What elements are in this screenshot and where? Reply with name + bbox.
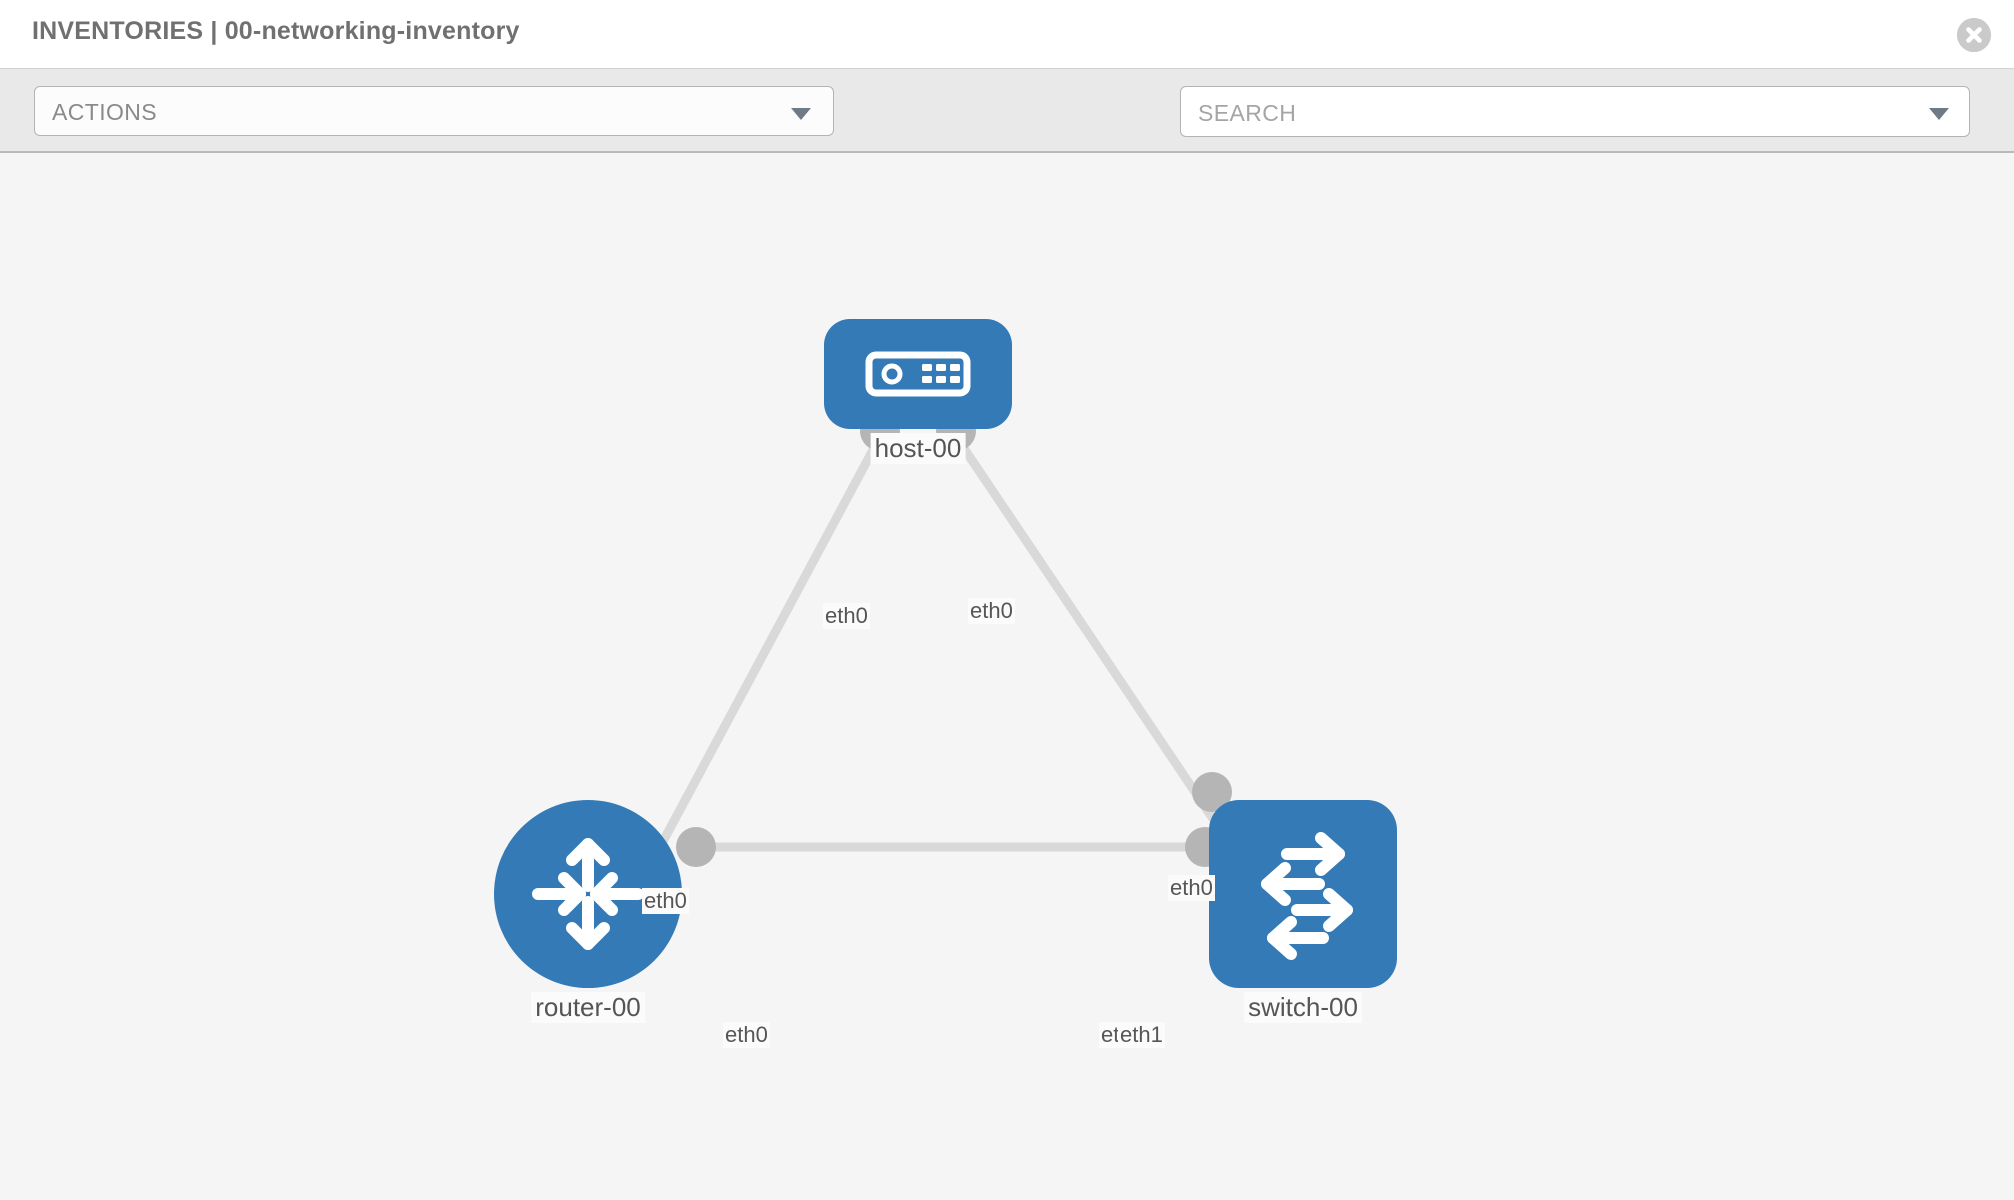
node-switch-00[interactable]: switch-00: [1209, 800, 1397, 1023]
server-device-icon: [865, 351, 971, 397]
page-header: INVENTORIES | 00-networking-inventory: [0, 0, 2014, 68]
search-input[interactable]: SEARCH: [1180, 86, 1970, 137]
chevron-down-icon[interactable]: [1929, 108, 1949, 120]
toolbar: ACTIONS SEARCH: [0, 68, 2014, 197]
node-host-00-label: host-00: [870, 433, 966, 464]
node-router-00-label: router-00: [531, 992, 645, 1023]
edge-label-switch00-eth1: eth1: [1118, 1022, 1165, 1048]
edge-label-router00-uplink-eth0: eth0: [642, 888, 689, 914]
topology-links: [640, 430, 1241, 880]
node-host-00-shape[interactable]: [824, 319, 1012, 429]
actions-dropdown-label: ACTIONS: [52, 99, 158, 125]
page-title: INVENTORIES | 00-networking-inventory: [32, 17, 520, 45]
router-arrows-icon: [532, 838, 644, 950]
close-icon[interactable]: [1957, 18, 1991, 52]
actions-dropdown[interactable]: ACTIONS: [34, 86, 834, 136]
chevron-down-icon: [791, 108, 811, 120]
topology-canvas[interactable]: host-00: [0, 153, 2014, 1200]
node-host-00[interactable]: host-00: [824, 319, 1012, 464]
edge-label-switch00-uplink-eth0: eth0: [1168, 875, 1215, 901]
link-host00-switch00: [950, 430, 1241, 858]
switch-arrows-icon: [1261, 832, 1353, 960]
link-host00-router00: [640, 430, 886, 880]
edge-label-host00-eth0-right: eth0: [968, 598, 1015, 624]
port-router00-eth0[interactable]: [676, 827, 716, 867]
search-placeholder-text: SEARCH: [1198, 100, 1297, 126]
edge-label-host00-eth0-left: eth0: [823, 603, 870, 629]
node-switch-00-label: switch-00: [1244, 992, 1362, 1023]
node-switch-00-shape[interactable]: [1209, 800, 1397, 988]
edge-label-router00-eth0: eth0: [723, 1022, 770, 1048]
